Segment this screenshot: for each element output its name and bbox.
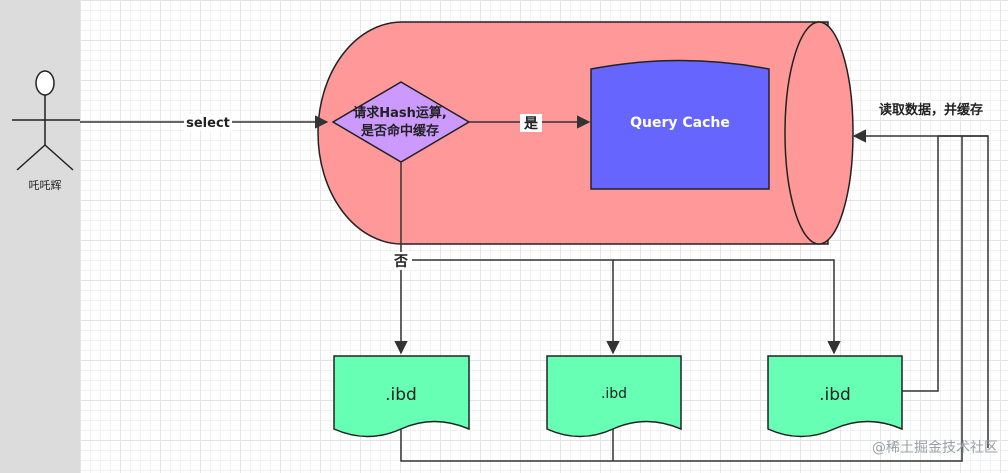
- ibd-file-2-label: .ibd: [601, 386, 627, 402]
- ibd-file-3-label: .ibd: [819, 385, 851, 405]
- decision-label-line2: 是否命中缓存: [360, 123, 439, 139]
- query-cache-label: Query Cache: [630, 115, 730, 131]
- query-cache-box: [590, 59, 770, 190]
- hit-edge-label: 是: [524, 116, 539, 132]
- ibd-file-1-label: .ibd: [385, 385, 417, 405]
- return-edges: [400, 129, 989, 462]
- ibd-file-3: .ibd: [767, 355, 903, 438]
- decision-label-line1: 请求Hash运算,: [353, 105, 447, 121]
- ibd-file-2: .ibd: [546, 355, 682, 438]
- ibd-file-1: .ibd: [333, 355, 470, 438]
- miss-edge-label: 否: [393, 254, 408, 270]
- actor-label: 吒吒辉: [29, 179, 62, 192]
- watermark-text: @稀土掘金技术社区: [872, 440, 998, 456]
- read-and-cache-label: 读取数据，并缓存: [879, 102, 983, 118]
- select-edge-label: select: [186, 116, 230, 131]
- actor-figure: [12, 70, 80, 171]
